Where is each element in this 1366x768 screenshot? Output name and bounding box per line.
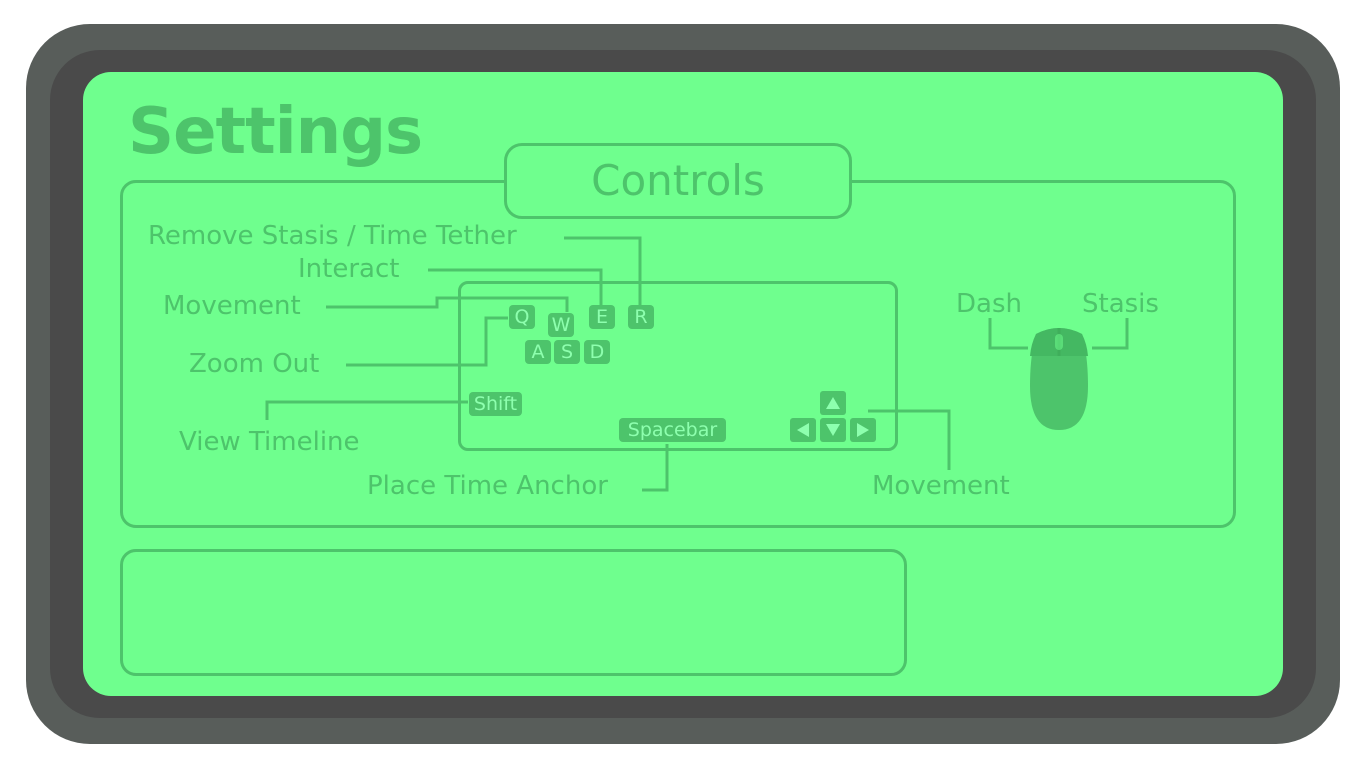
label-movement-arrows: Movement — [872, 471, 1010, 501]
label-view-timeline: View Timeline — [179, 427, 360, 457]
label-zoom-out: Zoom Out — [189, 349, 320, 379]
key-s: S — [554, 340, 580, 364]
key-spacebar: Spacebar — [619, 418, 726, 442]
key-q: Q — [509, 305, 535, 329]
label-interact: Interact — [298, 254, 400, 284]
key-r: R — [628, 305, 654, 329]
mouse-icon — [1030, 328, 1088, 430]
label-movement-keys: Movement — [163, 291, 301, 321]
label-stasis: Stasis — [1082, 289, 1159, 319]
key-e: E — [589, 305, 615, 329]
down-arrow-icon — [820, 418, 846, 442]
key-shift: Shift — [469, 392, 522, 416]
label-place-anchor: Place Time Anchor — [367, 471, 608, 501]
right-arrow-icon — [850, 418, 876, 442]
key-d: D — [584, 340, 610, 364]
tab-controls[interactable]: Controls — [504, 143, 852, 219]
label-dash: Dash — [956, 289, 1022, 319]
label-remove-stasis: Remove Stasis / Time Tether — [148, 221, 517, 251]
page-title: Settings — [128, 95, 423, 169]
key-a: A — [525, 340, 551, 364]
bottom-panel — [120, 549, 907, 676]
key-w: W — [548, 313, 574, 337]
left-arrow-icon — [790, 418, 816, 442]
up-arrow-icon — [820, 391, 846, 415]
